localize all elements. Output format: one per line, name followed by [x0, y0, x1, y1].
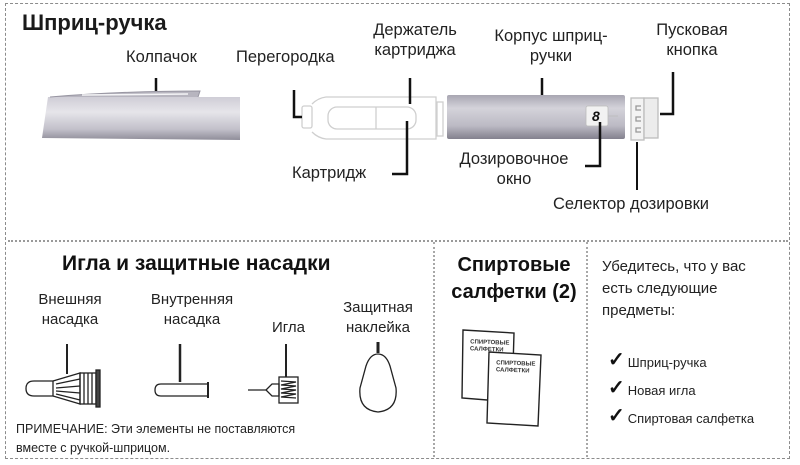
label-pen-body-line1: Корпус шприц- — [494, 27, 608, 45]
checklist: ✓ Шприц-ручка ✓ Новая игла ✓ Спиртовая с… — [608, 342, 754, 426]
checklist-item-label: Шприц-ручка — [627, 355, 707, 370]
alcohol-wipes-icon — [461, 329, 542, 427]
checklist-item: ✓ Новая игла — [608, 370, 754, 398]
section-divider-horizontal — [8, 240, 788, 242]
leader-cartridge — [392, 121, 409, 176]
checklist-intro-line1: Убедитесь, что у вас — [602, 258, 746, 275]
needle-note-line2: вместе с ручкой-шприцом. — [16, 441, 171, 455]
wipe-back-label: СПИРТОВЫЕ САЛФЕТКИ — [470, 339, 510, 354]
label-push-button: Пусковая кнопка — [638, 20, 746, 60]
checklist-item-label: Новая игла — [627, 383, 696, 398]
label-septum: Перегородка — [236, 48, 335, 66]
label-dose-selector: Селектор дозировки — [553, 195, 710, 213]
label-outer-cap: Внешняя насадка — [30, 290, 110, 330]
diagram-frame — [5, 3, 790, 459]
label-protective-tab-line2: наклейка — [345, 319, 411, 336]
label-inner-cap-line1: Внутренняя — [150, 291, 234, 308]
label-pen-body: Корпус шприц- ручки — [478, 26, 624, 66]
label-cartridge-holder-line2: картриджа — [374, 41, 456, 59]
needle-icon — [248, 344, 299, 404]
pen-cap-icon — [42, 90, 240, 140]
needle-note: ПРИМЕЧАНИЕ: Эти элементы не поставляются… — [16, 420, 295, 458]
label-inner-cap: Внутренняя насадка — [136, 290, 248, 330]
checklist-intro-line2: есть следующие — [602, 280, 718, 297]
label-dose-window-line2: окно — [496, 170, 532, 188]
section-divider-vertical-1 — [433, 242, 435, 457]
section-divider-vertical-2 — [586, 242, 588, 457]
pen-body-icon: 8 — [447, 95, 625, 139]
wipe-front-label-line2: САЛФЕТКИ — [495, 367, 530, 375]
label-cap: Колпачок — [126, 48, 197, 66]
label-pen-body-line2: ручки — [529, 47, 573, 65]
checklist-item: ✓ Спиртовая салфетка — [608, 398, 754, 426]
checkmark-icon: ✓ — [608, 405, 625, 427]
dose-selector-icon — [630, 97, 659, 141]
needle-note-line1: ПРИМЕЧАНИЕ: Эти элементы не поставляются — [16, 422, 296, 436]
protective-tab-icon — [359, 342, 397, 413]
dose-window-value: 8 — [592, 108, 600, 124]
label-dose-window: Дозировочное окно — [446, 149, 582, 189]
wipes-title-line2: салфетки (2) — [451, 281, 577, 303]
wipes-title-line1: Спиртовые — [457, 254, 571, 276]
label-dose-window-line1: Дозировочное — [459, 150, 569, 168]
label-protective-tab-line1: Защитная — [343, 299, 413, 316]
wipe-back-label-line2: САЛФЕТКИ — [469, 346, 504, 354]
pen-section-title: Шприц-ручка — [22, 10, 167, 35]
label-cartridge: Картридж — [292, 164, 367, 182]
checkmark-icon: ✓ — [608, 377, 625, 399]
leader-push-button — [660, 72, 675, 116]
label-push-button-line2: кнопка — [666, 41, 718, 59]
checkmark-icon: ✓ — [608, 349, 625, 371]
cartridge-holder-icon — [301, 96, 444, 140]
wipes-section-title: Спиртовые салфетки (2) — [446, 252, 582, 306]
leader-septum — [292, 90, 302, 119]
label-needle: Игла — [272, 319, 306, 336]
checklist-intro: Убедитесь, что у вас есть следующие пред… — [602, 256, 746, 322]
label-cartridge-holder: Держатель картриджа — [362, 20, 468, 60]
checklist-item: ✓ Шприц-ручка — [608, 342, 754, 370]
label-push-button-line1: Пусковая — [656, 21, 728, 39]
label-protective-tab: Защитная наклейка — [334, 298, 422, 338]
wipe-front-label: СПИРТОВЫЕ САЛФЕТКИ — [496, 360, 536, 375]
outer-needle-cap-icon — [25, 344, 101, 408]
inner-needle-cap-icon — [154, 344, 209, 398]
checklist-item-label: Спиртовая салфетка — [627, 411, 755, 426]
label-outer-cap-line1: Внешняя — [38, 291, 102, 308]
label-cartridge-holder-line1: Держатель — [373, 21, 457, 39]
label-inner-cap-line2: насадка — [163, 311, 221, 328]
needle-section-title: Игла и защитные насадки — [62, 252, 331, 275]
checklist-intro-line3: предметы: — [602, 302, 676, 319]
leader-dose-window — [585, 122, 602, 168]
label-outer-cap-line2: насадка — [41, 311, 99, 328]
